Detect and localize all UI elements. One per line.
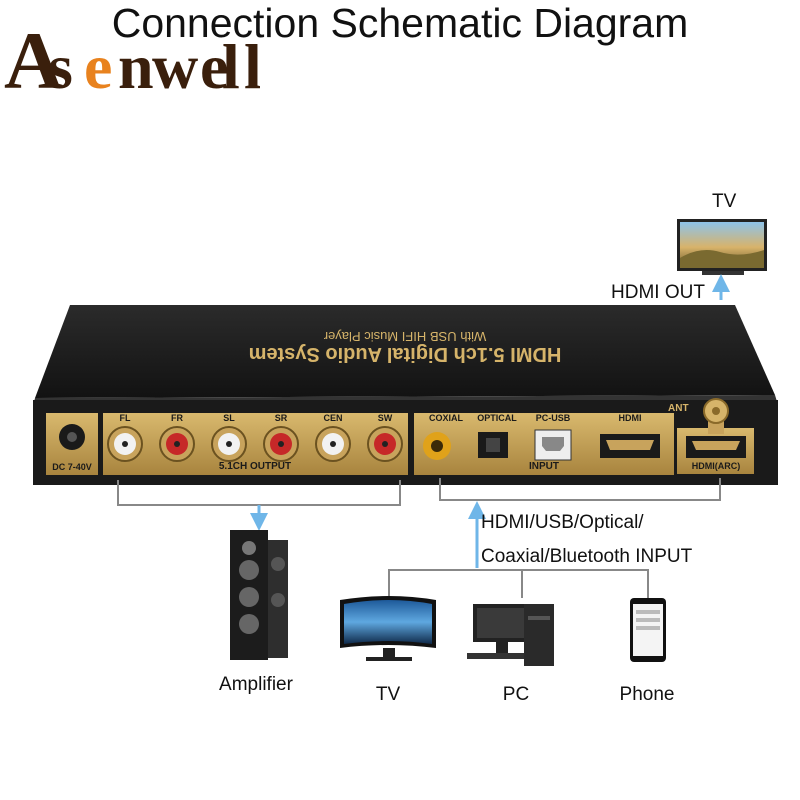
monitor-icon (340, 596, 436, 661)
power-label: DC 7-40V (52, 462, 92, 472)
output-group-label: 5.1CH OUTPUT (219, 461, 291, 472)
antenna-connector-icon (703, 398, 729, 434)
output-channel-label: SR (275, 413, 288, 423)
arc-label: HDMI(ARC) (692, 461, 741, 471)
amplifier-label: Amplifier (219, 674, 294, 695)
output-channel-label: CEN (323, 413, 342, 423)
input-port-label: OPTICAL (477, 413, 517, 423)
hdmi-out-label: HDMI OUT (611, 282, 705, 303)
output-channel-label: SL (223, 413, 235, 423)
device-top-face (35, 305, 775, 398)
brand-letter: l (244, 31, 260, 96)
phone-icon (630, 598, 666, 662)
hdmi-arc-port-icon (686, 436, 746, 458)
brand-letter: n (118, 31, 154, 96)
source-tv-label: TV (376, 684, 401, 705)
output-channel-label: FR (171, 413, 183, 423)
tv-output-icon (677, 219, 767, 275)
output-channel-label: FL (120, 413, 131, 423)
optical-port-icon (478, 432, 508, 458)
hdmi-input-port-icon (600, 434, 660, 458)
brand-letter: A (4, 15, 63, 96)
input-group-label: INPUT (529, 461, 559, 472)
brand-letter: e (84, 31, 112, 96)
output-channel-label: SW (378, 413, 393, 423)
pc-icon (467, 604, 554, 666)
device-name: HDMI 5.1ch Digital Audio System (249, 343, 562, 365)
coaxial-jack-icon (423, 432, 451, 460)
input-caption-line2: Coaxial/Bluetooth INPUT (481, 546, 693, 567)
tv-output-label: TV (712, 191, 737, 212)
device-subname: With USB HIFI Music Player (323, 329, 486, 344)
page-title: Connection Schematic Diagram (111, 0, 689, 46)
brand-letter: l (222, 31, 240, 96)
antenna-label: ANT (668, 403, 689, 414)
input-bracket (439, 478, 721, 501)
speaker-icon (230, 530, 288, 660)
output-panel (103, 413, 408, 475)
brand-letter: w (152, 31, 198, 96)
source-pc-label: PC (503, 684, 529, 705)
input-port-label: HDMI (619, 413, 642, 423)
input-port-label: PC-USB (536, 413, 571, 423)
source-phone-label: Phone (620, 684, 675, 705)
source-bracket (388, 569, 649, 600)
input-caption-line1: HDMI/USB/Optical/ (481, 512, 644, 533)
brand-letter: s (48, 31, 73, 96)
brand-letter: e (200, 31, 228, 96)
input-port-label: COXIAL (429, 413, 464, 423)
usb-b-port-icon (534, 429, 572, 461)
